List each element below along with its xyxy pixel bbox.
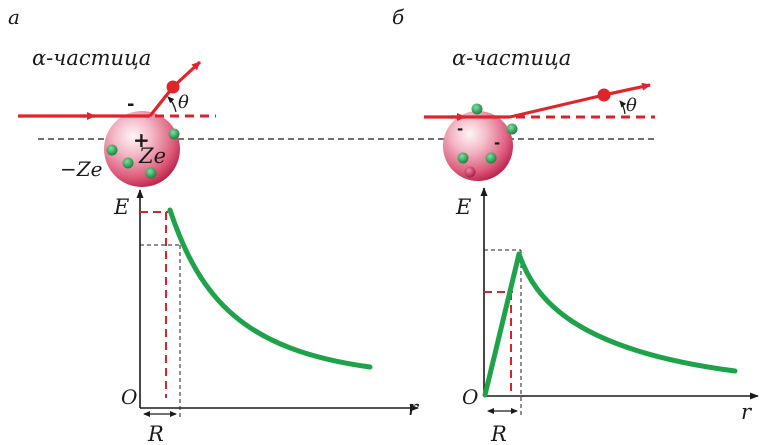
panel-a-particle-label: α-частица [32,46,151,70]
atom-a [104,111,180,187]
charge-ze-label: Ze [138,144,166,168]
alpha-particle-b [597,88,611,102]
electron [145,167,157,179]
origin-label-b: O [462,385,478,409]
panel-b-letter: б [392,5,405,29]
potential-curve-b-inner [482,251,522,398]
alpha-particle-a [166,80,180,94]
electrons-a [106,128,180,179]
outgoing-arrow-b [603,82,651,97]
electron [122,157,134,169]
electron [471,103,483,115]
radius-label-a: R [147,422,164,445]
charge-minus-sign: - [457,120,463,138]
angle-arc-a [167,96,177,113]
panel-b: б α-частица - - θ E r O [392,5,759,445]
panel-a-letter: а [8,5,20,29]
angle-theta-a: θ [178,92,189,113]
x-axis-label-a: r [408,396,420,420]
electron [485,152,497,164]
y-axis-label-a: E [113,195,129,219]
y-axis-label-b: E [455,195,471,219]
panel-a: а α-частица - + Ze −Ze θ E r O [8,5,656,445]
electron [457,152,469,164]
electron [506,123,518,135]
electrons-b [457,103,518,178]
panel-b-particle-label: α-частица [452,46,571,70]
potential-curve-a [167,207,373,370]
electron [168,128,180,140]
nucleus-plus-sign: + [133,128,150,152]
x-axis-label-b: r [741,400,753,424]
electron [106,144,118,156]
charge-minus-sign: - [494,134,500,152]
proton [464,166,476,178]
angle-arc-b [619,100,627,115]
charge-minus-ze-label: −Ze [60,157,103,181]
radius-label-b: R [490,422,507,445]
angle-theta-b: θ [626,95,637,116]
deflected-trajectory-b [509,93,605,119]
atom-b [443,111,513,181]
origin-label-a: O [121,385,137,409]
atom-a-minus-sign: - [127,94,134,115]
potential-curve-b-outer [516,251,738,374]
